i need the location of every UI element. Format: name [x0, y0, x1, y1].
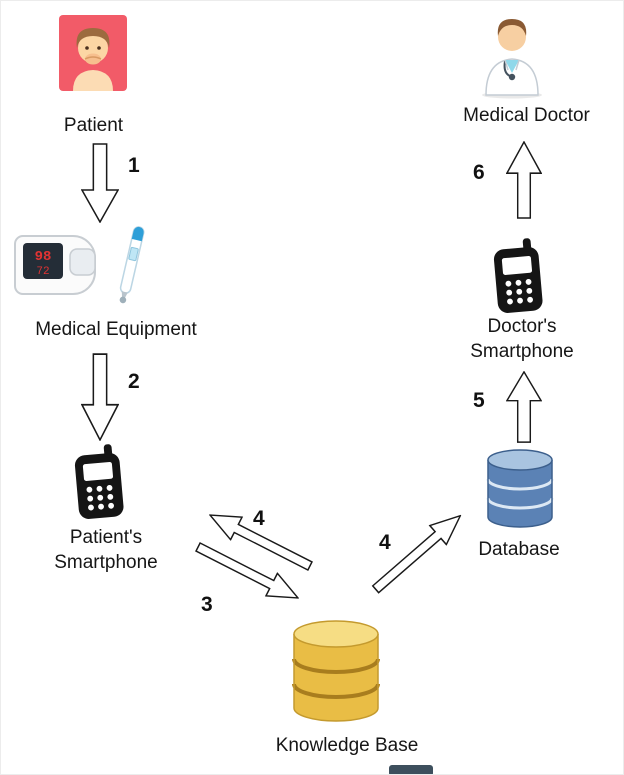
doctor-smartphone-label-line2: Smartphone — [470, 341, 574, 362]
svg-text:72: 72 — [36, 266, 49, 278]
pulse-oximeter-icon: 98 72 — [13, 227, 105, 305]
step-4a-number: 4 — [253, 507, 265, 530]
patient-smartphone-label-line1: Patient's — [69, 527, 143, 548]
step-6-number: 6 — [473, 161, 485, 184]
medical-doctor-icon — [478, 9, 546, 99]
step-1-number: 1 — [128, 154, 140, 177]
watermark-artifact — [389, 765, 433, 774]
doctor-smartphone-label-line1: Doctor's — [487, 316, 557, 337]
arrow-step-6 — [506, 141, 542, 219]
step-2-number: 2 — [128, 370, 140, 393]
arrow-step-1 — [81, 143, 119, 223]
thermometer-icon — [106, 220, 156, 309]
arrow-step-2 — [81, 353, 119, 441]
patient-smartphone-label: Patient's Smartphone — [26, 525, 186, 575]
knowledge-base-icon — [287, 617, 385, 725]
medical-equipment-label: Medical Equipment — [35, 319, 197, 340]
database-label: Database — [478, 539, 560, 560]
patient-smartphone-icon — [68, 443, 132, 522]
arrow-step-4-to-database — [366, 505, 470, 600]
patient-label: Patient — [63, 115, 124, 136]
database-icon — [483, 447, 557, 529]
doctor-smartphone-label: Doctor's Smartphone — [442, 314, 602, 364]
doctor-smartphone-icon — [487, 237, 551, 316]
step-3-number: 3 — [201, 593, 213, 616]
medical-doctor-label: Medical Doctor — [463, 105, 590, 126]
svg-text:98: 98 — [35, 249, 52, 265]
arrow-step-4-to-smartphone — [203, 503, 317, 579]
knowledge-base-label: Knowledge Base — [275, 735, 419, 756]
patient-icon — [59, 15, 127, 91]
step-4b-number: 4 — [379, 531, 391, 554]
step-5-number: 5 — [473, 389, 485, 412]
arrow-step-5 — [506, 371, 542, 443]
arrow-step-3 — [191, 535, 305, 611]
patient-smartphone-label-line2: Smartphone — [54, 552, 158, 573]
